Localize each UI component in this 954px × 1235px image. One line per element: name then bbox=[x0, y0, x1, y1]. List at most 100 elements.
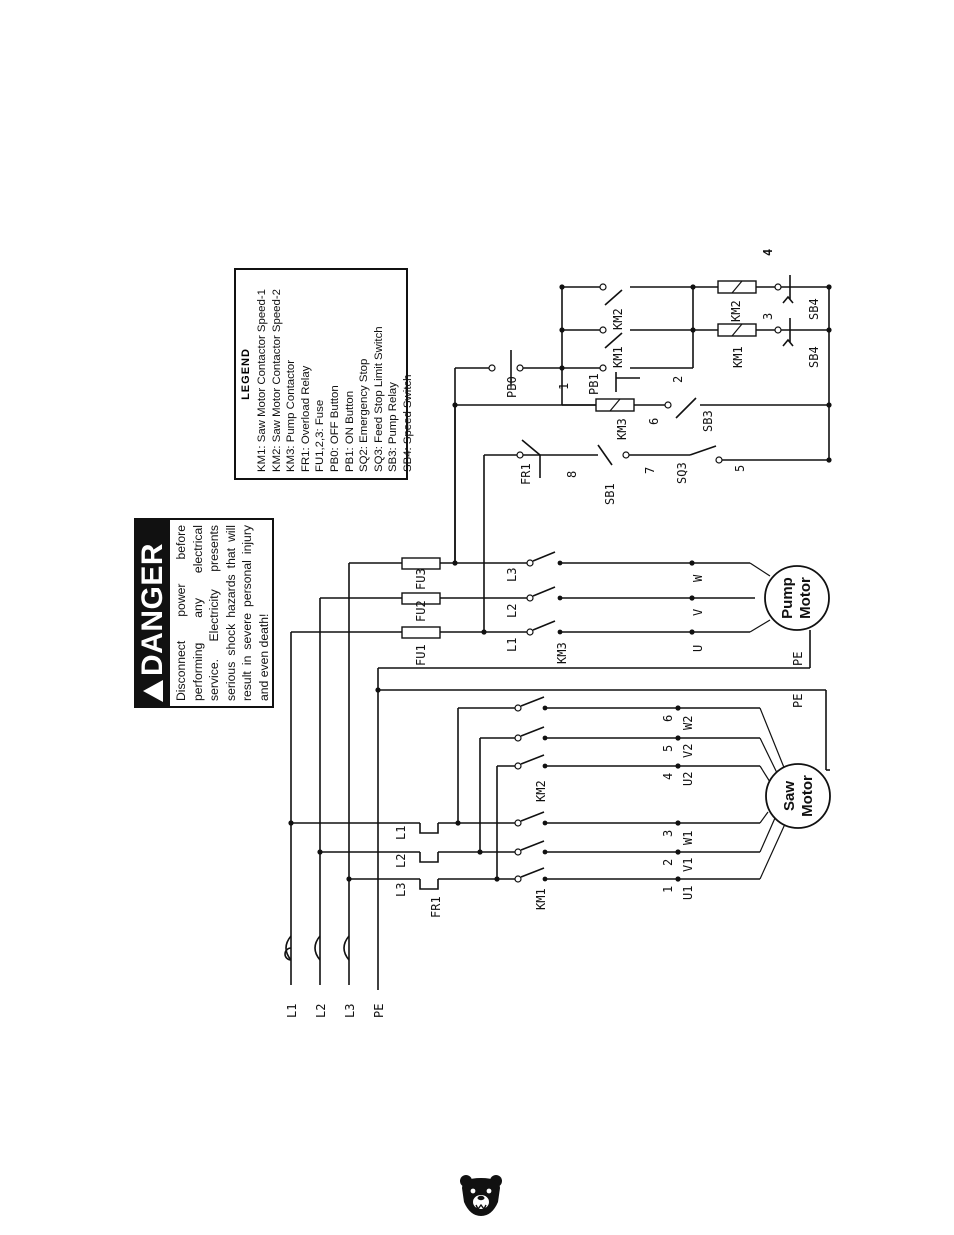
svg-text:2: 2 bbox=[671, 376, 685, 383]
svg-text:6: 6 bbox=[647, 418, 661, 425]
pump-terminal-w: W bbox=[691, 574, 705, 582]
bear-logo-icon bbox=[460, 1175, 502, 1216]
svg-text:Motor: Motor bbox=[799, 775, 816, 817]
pump-pe-label: PE bbox=[791, 652, 805, 666]
svg-text:L3: L3 bbox=[394, 883, 408, 897]
node-4: 4 bbox=[761, 249, 775, 256]
danger-message: Disconnect power before performing any e… bbox=[174, 525, 271, 701]
svg-text:FR1: FR1 bbox=[519, 463, 533, 485]
svg-text:SB1: SB1 bbox=[603, 483, 617, 505]
svg-text:SB3: SB3 bbox=[701, 410, 715, 432]
km2-contact-label: KM2 bbox=[611, 308, 625, 330]
pump-in-label-l3: L3 bbox=[505, 568, 519, 582]
saw-terminal-3: 3 bbox=[661, 830, 675, 837]
km3-coil-label: KM3 bbox=[615, 418, 629, 440]
supply-label-pe: PE bbox=[372, 1004, 386, 1018]
svg-text:SB4: SB4 bbox=[807, 298, 821, 320]
svg-text:KM1: KM1 bbox=[534, 888, 548, 910]
km1-label: KM1 bbox=[534, 888, 548, 910]
legend-title: LEGEND bbox=[240, 348, 252, 400]
svg-text:V1: V1 bbox=[681, 858, 695, 872]
svg-text:L3: L3 bbox=[505, 568, 519, 582]
saw-in-label-l1: L1 bbox=[394, 826, 408, 840]
svg-text:U1: U1 bbox=[681, 886, 695, 900]
svg-text:KM2: KM2 bbox=[729, 300, 743, 322]
saw-terminal-5: 5 bbox=[661, 745, 675, 752]
saw-terminal-w1: W1 bbox=[681, 831, 695, 845]
saw-motor-label: Saw Motor bbox=[781, 775, 816, 817]
node-1: 1 bbox=[557, 383, 571, 390]
svg-text:W: W bbox=[691, 574, 705, 582]
svg-text:FU1: FU1 bbox=[414, 644, 428, 666]
legend-item: FU1,2,3: Fuse bbox=[314, 399, 327, 472]
svg-text:FU3: FU3 bbox=[414, 568, 428, 590]
legend-item: KM1: Saw Motor Contactor Speed-1 bbox=[256, 289, 268, 472]
saw-terminal-u1: U1 bbox=[681, 886, 695, 900]
sb1-label: SB1 bbox=[603, 483, 617, 505]
svg-text:W1: W1 bbox=[681, 831, 695, 845]
svg-text:PE: PE bbox=[791, 694, 805, 708]
svg-text:L1: L1 bbox=[285, 1004, 299, 1018]
svg-text:L2: L2 bbox=[505, 604, 519, 618]
node-6: 6 bbox=[647, 418, 661, 425]
legend: LEGEND KM1: Saw Motor Contactor Speed-1 … bbox=[234, 268, 414, 480]
svg-text:V: V bbox=[691, 609, 705, 616]
legend-item: KM2: Saw Motor Contactor Speed-2 bbox=[270, 289, 283, 472]
svg-text:SQ3: SQ3 bbox=[675, 462, 689, 484]
pump-motor-symbol bbox=[764, 565, 830, 631]
svg-text:SB4: SB4 bbox=[807, 346, 821, 368]
svg-text:FR1: FR1 bbox=[429, 896, 443, 918]
svg-text:U2: U2 bbox=[681, 772, 695, 786]
svg-text:V2: V2 bbox=[681, 744, 695, 758]
km3-label: KM3 bbox=[555, 642, 569, 664]
fu3-symbol bbox=[401, 557, 441, 570]
pb0-label: PB0 bbox=[505, 376, 519, 398]
svg-text:L3: L3 bbox=[343, 1004, 357, 1018]
legend-item: PB0: OFF Button bbox=[328, 385, 341, 472]
pump-terminal-v: V bbox=[691, 609, 705, 616]
svg-text:3: 3 bbox=[661, 830, 675, 837]
svg-text:PE: PE bbox=[372, 1004, 386, 1018]
km2-coil-label: KM2 bbox=[729, 300, 743, 322]
control-circuit: PB0 KM2 KM1 PB1 1 2 bbox=[452, 249, 832, 632]
saw-terminal-v1: V1 bbox=[681, 858, 695, 872]
saw-in-label-l2: L2 bbox=[394, 854, 408, 868]
svg-text:3: 3 bbox=[761, 313, 775, 320]
pump-in-label-l2: L2 bbox=[505, 604, 519, 618]
km1-contact-label: KM1 bbox=[611, 346, 625, 368]
saw-terminal-2: 2 bbox=[661, 859, 675, 866]
pb1-label: PB1 bbox=[587, 373, 601, 395]
legend-item: PB1: ON Button bbox=[343, 390, 356, 472]
svg-text:Saw: Saw bbox=[781, 781, 798, 811]
svg-text:KM2: KM2 bbox=[611, 308, 625, 330]
saw-terminal-w2: W2 bbox=[681, 716, 695, 730]
svg-text:4: 4 bbox=[761, 249, 775, 256]
fu1-symbol bbox=[401, 626, 441, 639]
fr1-label: FR1 bbox=[429, 896, 443, 918]
svg-text:5: 5 bbox=[733, 465, 747, 472]
legend-item: SQ3: Feed Stop Limit Switch bbox=[372, 326, 385, 472]
saw-motor-circuit: Saw Motor PE L1 L2 L3 FR1 KM1 KM2 6 5 4 … bbox=[291, 689, 831, 918]
fu3-label: FU3 bbox=[414, 568, 428, 590]
fu2-label: FU2 bbox=[414, 600, 428, 622]
saw-terminal-6: 6 bbox=[661, 715, 675, 722]
legend-item: SQ2: Emergency Stop bbox=[358, 358, 371, 472]
svg-text:PB1: PB1 bbox=[587, 373, 601, 395]
danger-header: DANGER bbox=[136, 520, 170, 706]
pump-motor-circuit: Pump Motor PE FU1 FU2 FU3 L1 L2 L3 KM3 U… bbox=[291, 551, 830, 669]
km1-coil-label: KM1 bbox=[731, 346, 745, 368]
legend-item: KM3: Pump Contactor bbox=[285, 359, 298, 472]
node-8: 8 bbox=[565, 471, 579, 478]
svg-text:FU2: FU2 bbox=[414, 600, 428, 622]
svg-text:2: 2 bbox=[661, 859, 675, 866]
node-2: 2 bbox=[671, 376, 685, 383]
sq3-label: SQ3 bbox=[675, 462, 689, 484]
sb4b-label: SB4 bbox=[807, 346, 821, 368]
svg-text:L2: L2 bbox=[394, 854, 408, 868]
fu1-label: FU1 bbox=[414, 644, 428, 666]
saw-terminal-1: 1 bbox=[661, 886, 675, 893]
svg-text:KM3: KM3 bbox=[555, 642, 569, 664]
pump-motor-label: Pump Motor bbox=[779, 577, 814, 619]
svg-text:8: 8 bbox=[565, 471, 579, 478]
